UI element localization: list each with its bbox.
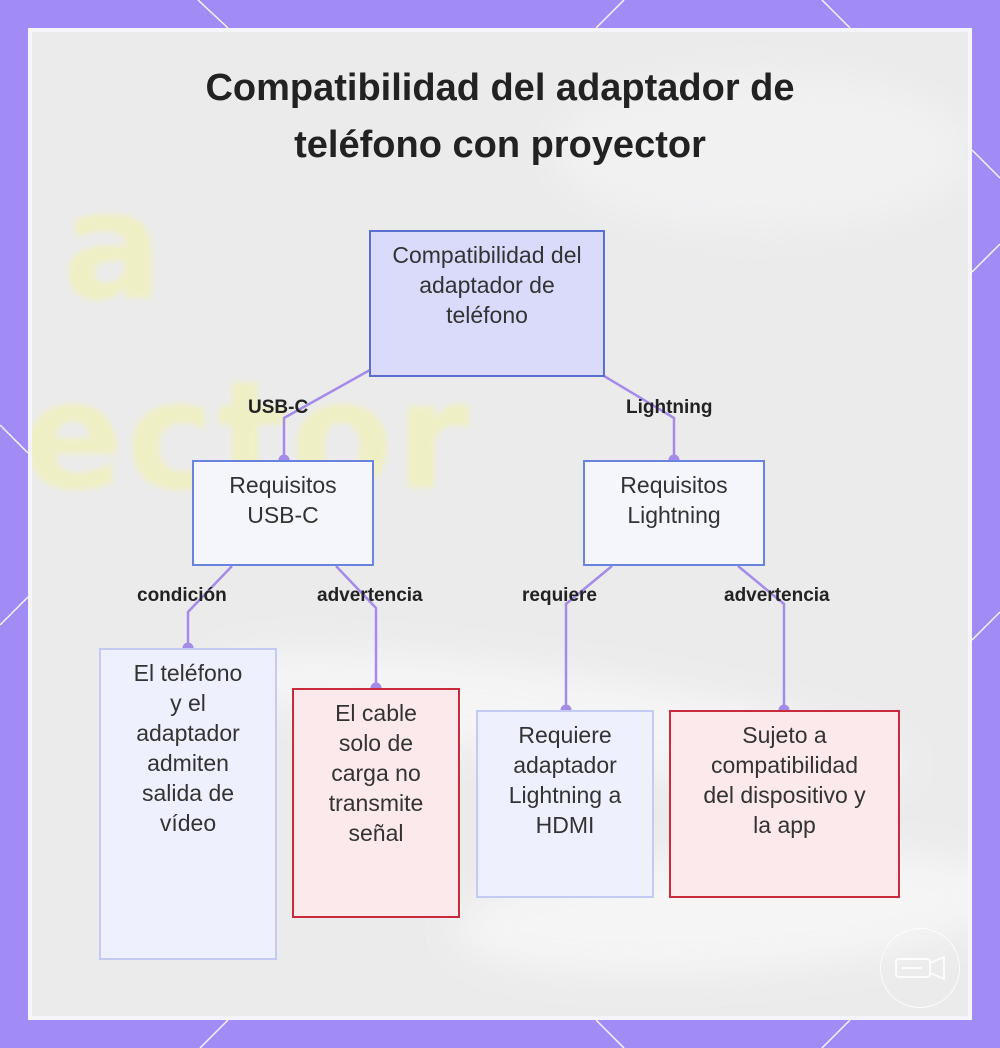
usbc-requirements-node: Requisitos USB-C (192, 460, 374, 566)
usbc-warning-node: El cable solo de carga no transmite seña… (292, 688, 460, 918)
lightning-requirements-text: Requisitos Lightning (620, 472, 728, 528)
edge-label-lightning-warning: advertencia (724, 585, 830, 606)
title-line-2: teléfono con proyector (294, 124, 706, 166)
connector-root-lightning (603, 374, 680, 466)
lightning-warning-text: Sujeto a compatibilidad del dispositivo … (703, 722, 866, 838)
usbc-condition-text: El teléfono y el adaptador admiten salid… (133, 660, 243, 836)
lightning-requirements-node: Requisitos Lightning (583, 460, 765, 566)
connector-usbc-condition (182, 565, 233, 654)
lightning-warning-node: Sujeto a compatibilidad del dispositivo … (669, 710, 900, 898)
diagram-title: Compatibilidad del adaptador de teléfono… (0, 60, 1000, 174)
connector-lightning-requires (560, 565, 613, 716)
usbc-requirements-text: Requisitos USB-C (229, 472, 337, 528)
edge-label-condition: condición (137, 585, 227, 606)
lightning-requires-text: Requiere adaptador Lightning a HDMI (508, 722, 622, 838)
lightning-requires-node: Requiere adaptador Lightning a HDMI (476, 710, 654, 898)
watermark-icon (895, 955, 945, 981)
connector-lightning-warning (737, 565, 790, 716)
root-node: Compatibilidad del adaptador de teléfono (369, 230, 605, 377)
connector-usbc-warning (335, 565, 382, 694)
connector-root-usbc (278, 368, 371, 466)
root-node-text: Compatibilidad del adaptador de teléfono (392, 242, 582, 328)
usbc-condition-node: El teléfono y el adaptador admiten salid… (99, 648, 277, 960)
edge-label-usbc-warning: advertencia (317, 585, 423, 606)
background-blur (552, 72, 968, 232)
title-line-1: Compatibilidad del adaptador de (205, 67, 795, 109)
edge-label-lightning: Lightning (626, 397, 713, 418)
edge-label-usbc: USB-C (248, 397, 309, 418)
usbc-warning-text: El cable solo de carga no transmite seña… (328, 700, 424, 846)
edge-label-requires: requiere (522, 585, 597, 606)
watermark-logo (880, 928, 960, 1008)
background-text-fragment: a (62, 160, 164, 334)
